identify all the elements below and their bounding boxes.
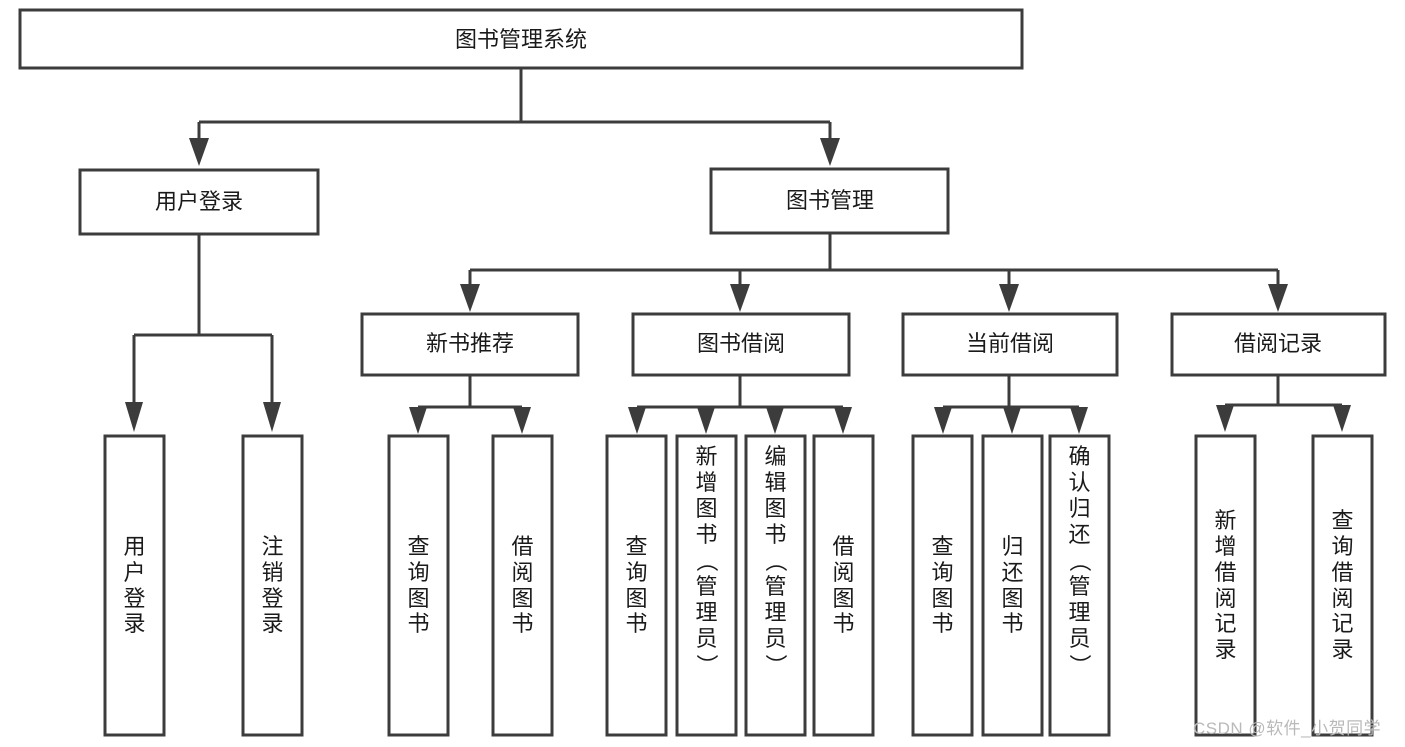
arrow-leaf-query-book-1 (409, 407, 427, 434)
leaf-box-return-book[interactable] (981, 434, 1044, 737)
node-user-login-label: 用户登录 (155, 189, 243, 214)
watermark-text: CSDN @软件_小贺同学 (1193, 719, 1382, 738)
leaf-box-query-book-3[interactable] (911, 434, 974, 737)
node-new-book-recommend-label: 新书推荐 (426, 331, 514, 356)
connector-layer (125, 68, 1351, 434)
leaf-box-edit-book[interactable] (744, 434, 807, 737)
arrow-leaf-edit-book (766, 407, 784, 434)
leaf-box-query-book-2[interactable] (605, 434, 668, 737)
node-book-borrow-label: 图书借阅 (697, 331, 785, 356)
arrow-leaf-add-book (697, 407, 715, 434)
arrow-leaf-add-record (1216, 405, 1234, 432)
node-current-borrow-label: 当前借阅 (966, 331, 1054, 356)
arrow-to-borrow-record (1268, 284, 1288, 312)
node-borrow-record-box[interactable] (1170, 312, 1387, 377)
node-layer: 图书管理系统 用户登录 图书管理 新书推荐 图书借阅 当前借阅 借阅记录 (18, 8, 1387, 377)
node-title-label: 图书管理系统 (455, 27, 587, 52)
node-book-management-label: 图书管理 (786, 188, 874, 213)
leaf-box-logout-login[interactable] (241, 434, 304, 737)
node-user-login-box[interactable] (78, 168, 320, 236)
arrow-to-book-borrow (730, 284, 750, 312)
arrow-to-book-management (820, 138, 840, 166)
arrow-leaf-query-record (1333, 405, 1351, 432)
arrow-leaf-borrow-book-2 (834, 407, 852, 434)
leaf-box-user-login[interactable] (103, 434, 166, 737)
arrow-to-current-borrow (999, 284, 1019, 312)
arrow-leaf-confirm-return (1070, 407, 1088, 434)
node-new-book-recommend-box[interactable] (360, 312, 580, 377)
arrow-leaf-borrow-book-1 (513, 407, 531, 434)
leaf-box-query-book-1[interactable] (387, 434, 450, 737)
leaf-layer (103, 434, 1374, 737)
node-borrow-record-label: 借阅记录 (1234, 331, 1322, 356)
leaf-box-borrow-book-1[interactable] (491, 434, 554, 737)
node-book-borrow-box[interactable] (631, 312, 851, 377)
leaf-box-add-record[interactable] (1194, 434, 1257, 737)
leaf-box-add-book[interactable] (675, 434, 738, 737)
leaf-box-confirm-return[interactable] (1048, 434, 1111, 737)
arrow-leaf-logout-login (263, 402, 281, 432)
arrow-leaf-query-book-3 (934, 407, 952, 434)
arrow-leaf-query-book-2 (628, 407, 646, 434)
node-book-management-box[interactable] (709, 167, 950, 235)
arrow-to-new-book-recommend (460, 284, 480, 312)
node-title-box[interactable] (18, 8, 1024, 70)
arrow-leaf-user-login (125, 402, 143, 432)
leaf-box-borrow-book-2[interactable] (812, 434, 875, 737)
leaf-box-query-record[interactable] (1311, 434, 1374, 737)
arrow-leaf-return-book (1003, 407, 1021, 434)
node-current-borrow-box[interactable] (901, 312, 1119, 377)
arrow-to-user-login (189, 138, 209, 166)
